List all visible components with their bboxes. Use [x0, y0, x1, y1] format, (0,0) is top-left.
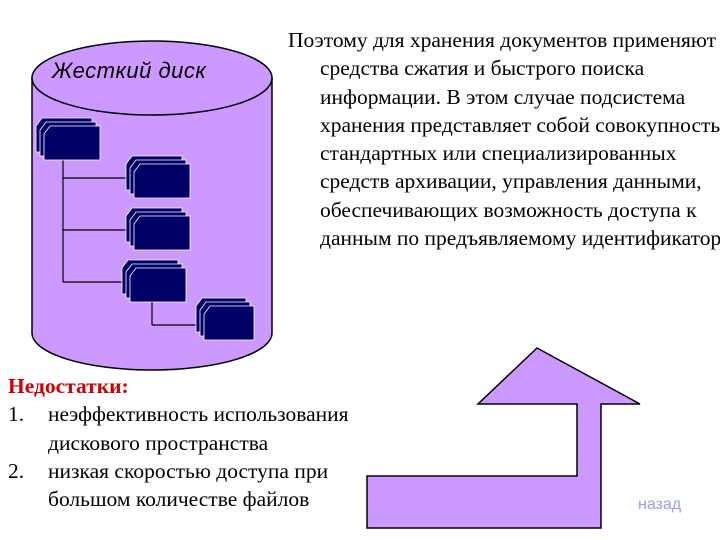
- hard-disk-label: Жесткий диск: [52, 58, 207, 83]
- folder-icon: [35, 117, 101, 161]
- list-item: 2. низкая скоростью доступа при большом …: [8, 457, 408, 514]
- disadvantages-block: Недостатки: 1. неэффективность использов…: [8, 372, 408, 513]
- up-arrow-icon: [366, 347, 641, 529]
- folder-tree-lines: [62, 160, 200, 326]
- list-item-text: низкая скоростью доступа при большом кол…: [48, 458, 329, 512]
- folder-icon: [121, 259, 187, 303]
- disadvantages-list: 1. неэффективность использования дисково…: [8, 400, 408, 513]
- storage-paragraph: Поэтому для хранения документов применяю…: [288, 28, 720, 251]
- folder-icon: [195, 297, 255, 341]
- disadvantages-title: Недостатки:: [8, 374, 129, 398]
- list-item-number: 1.: [8, 402, 25, 427]
- back-link[interactable]: назад: [638, 496, 682, 513]
- folder-icon: [125, 155, 191, 199]
- list-item: 1. неэффективность использования дисково…: [8, 400, 408, 457]
- list-item-number: 2.: [8, 458, 25, 483]
- list-item-text: неэффективность использования дискового …: [48, 402, 349, 455]
- folder-icon: [125, 207, 191, 251]
